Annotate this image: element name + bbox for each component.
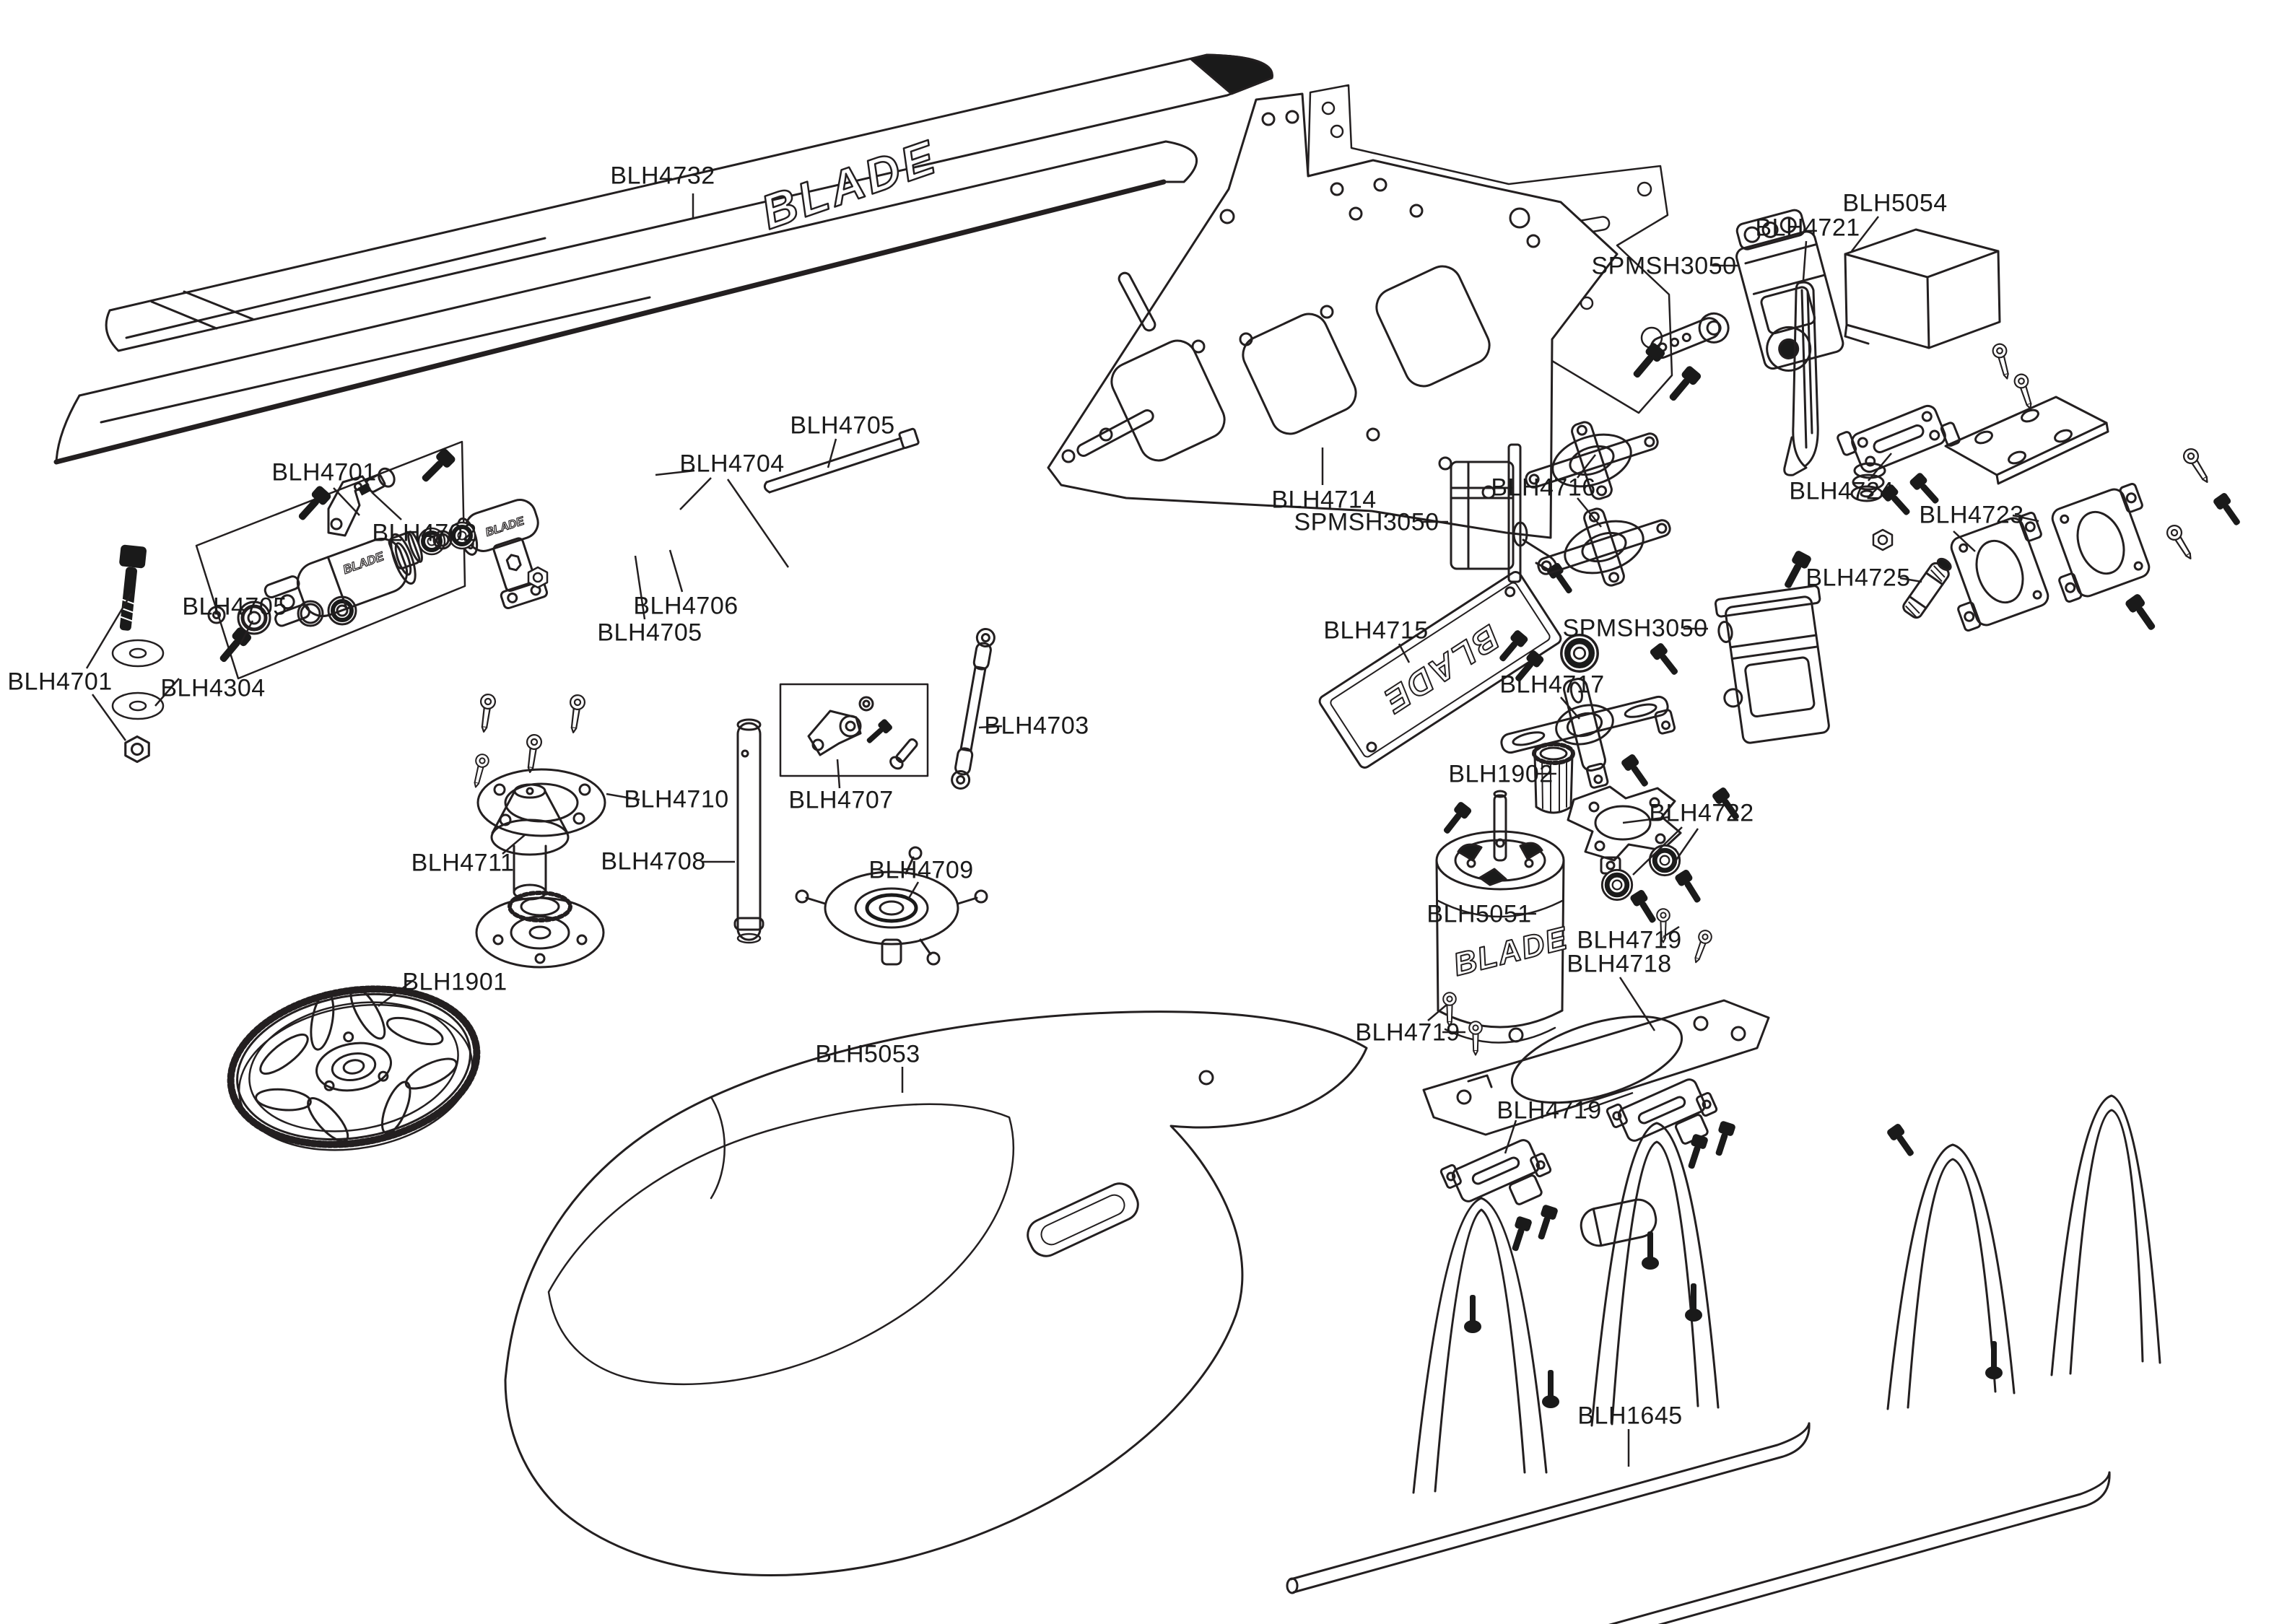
main-gear (227, 985, 481, 1151)
leader-line-blh4704 (655, 469, 695, 476)
leader-line-blh4705-left (239, 620, 254, 645)
leader-line-blh4701-head (333, 487, 360, 516)
leader-line-blh4724 (1868, 453, 1892, 481)
anti-rotation-bracket (1778, 404, 1961, 593)
main-frame-plate (1047, 92, 1619, 539)
leader-line-blh4707 (836, 759, 841, 789)
leader-line-blh4719-a (1663, 925, 1680, 938)
leader-line-blh4718 (1619, 977, 1656, 1031)
leader-line-blh1901 (378, 980, 412, 1008)
leader-line-blh4717 (1560, 697, 1580, 720)
swash-spider-upper (1525, 421, 1659, 500)
linkage-rod (951, 628, 996, 790)
leader-line-blh4706 (668, 549, 684, 593)
servo-right (1714, 585, 1830, 744)
bottom-plate (1422, 999, 1770, 1136)
leader-line-blh4716 (1577, 454, 1596, 479)
leader-line-blh4722 (1632, 826, 1683, 876)
leader-line-blh4719-c (1583, 1091, 1634, 1112)
leader-line-blh4701-left (91, 694, 127, 741)
feathering-shaft (763, 427, 920, 494)
leader-line-blh4304 (154, 678, 180, 707)
leader-line-blh4705-shaft (827, 438, 837, 468)
leader-line-blh4702 (371, 492, 402, 520)
head-button-group (469, 692, 606, 901)
leader-line-blh4715 (1398, 643, 1411, 663)
leader-line-blh4704 (679, 477, 712, 510)
leader-line-blh4704 (726, 479, 790, 568)
leader-line-blh4710 (606, 793, 640, 801)
leader-line-blh4705-ring (634, 555, 646, 620)
gear-hub (475, 891, 605, 969)
anti-rotation-spider (1500, 678, 1676, 789)
leader-line-blh4719-c (1504, 1119, 1517, 1154)
leader-line-blh4703 (978, 725, 1003, 729)
bearing-block-left (1950, 512, 2049, 632)
leader-line-blh4709 (907, 881, 920, 900)
top-plate (1944, 371, 2109, 485)
vertical-fin (1783, 281, 1819, 476)
standoff (1902, 557, 1952, 619)
bearing-block-right (2051, 483, 2151, 603)
leader-line-blh4711 (502, 834, 526, 855)
leader-line-blh4723 (2012, 514, 2039, 523)
main-shaft (733, 718, 764, 944)
canopy (504, 1010, 1368, 1576)
swashplate (795, 846, 988, 966)
leader-line-blh4723 (1953, 531, 1976, 552)
leader-line-blh4725 (1899, 577, 1922, 583)
bellcrank-box (779, 683, 929, 777)
leader-line-blh4722 (1670, 828, 1699, 867)
leader-line-blh4701-left (85, 593, 133, 669)
landing-gear (1286, 1094, 2161, 1624)
landing-mount-left (1439, 1139, 1552, 1205)
servo-top (1627, 209, 1844, 406)
leader-line-blh4722 (1622, 816, 1670, 824)
leader-line-blh5054 (1851, 216, 1879, 252)
motor-mount (1567, 785, 1707, 927)
leader-line-blh4721 (1802, 240, 1808, 281)
leader-line-blh4719-b (1427, 1004, 1447, 1021)
leader-line-blh4716 (1577, 497, 1602, 528)
receiver-box (1844, 228, 2015, 382)
